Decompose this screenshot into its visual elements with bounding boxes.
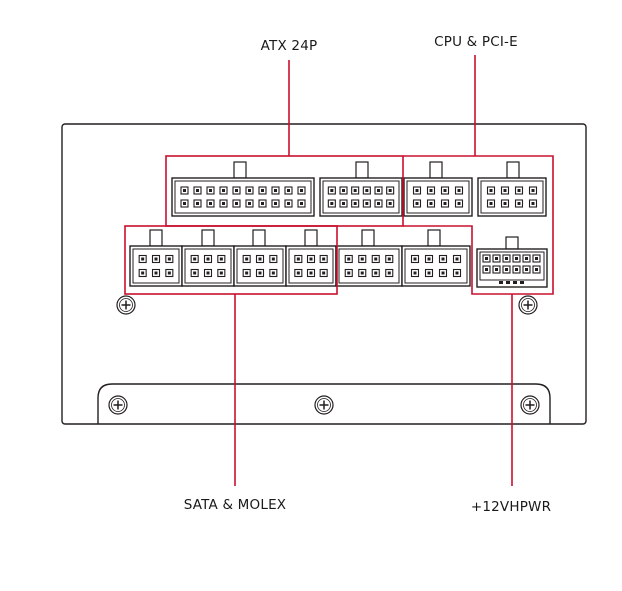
pcie-connector-socket bbox=[401, 229, 471, 287]
cpu-pcie-connector-socket bbox=[403, 161, 473, 217]
sata-molex-connector-socket bbox=[129, 229, 183, 287]
screw-icon bbox=[116, 295, 136, 315]
sata-molex-connector-socket bbox=[181, 229, 235, 287]
screw-icon bbox=[518, 295, 538, 315]
mounting-bracket bbox=[97, 383, 551, 424]
sata-molex-label: SATA & MOLEX bbox=[183, 497, 287, 513]
sata-molex-connector-socket bbox=[335, 229, 403, 287]
sata-molex-connector-socket bbox=[285, 229, 337, 287]
atx-connector-socket bbox=[171, 161, 315, 217]
sata-molex-highlight-box bbox=[124, 225, 338, 295]
connector-sockets bbox=[129, 161, 548, 288]
12vhpwr-label: +12VHPWR bbox=[470, 499, 552, 515]
cpu-pcie-connector-socket bbox=[477, 161, 547, 217]
screw-icon bbox=[108, 395, 128, 415]
psu-panel-outline bbox=[61, 123, 587, 425]
screw-icon bbox=[314, 395, 334, 415]
12vhpwr-connector-socket bbox=[476, 236, 548, 288]
cpu-pcie-label: CPU & PCI-E bbox=[434, 34, 518, 50]
sata-molex-connector-socket bbox=[233, 229, 287, 287]
atx-24p-label: ATX 24P bbox=[260, 38, 318, 54]
screw-icon bbox=[520, 395, 540, 415]
atx-connector-socket bbox=[319, 161, 403, 217]
